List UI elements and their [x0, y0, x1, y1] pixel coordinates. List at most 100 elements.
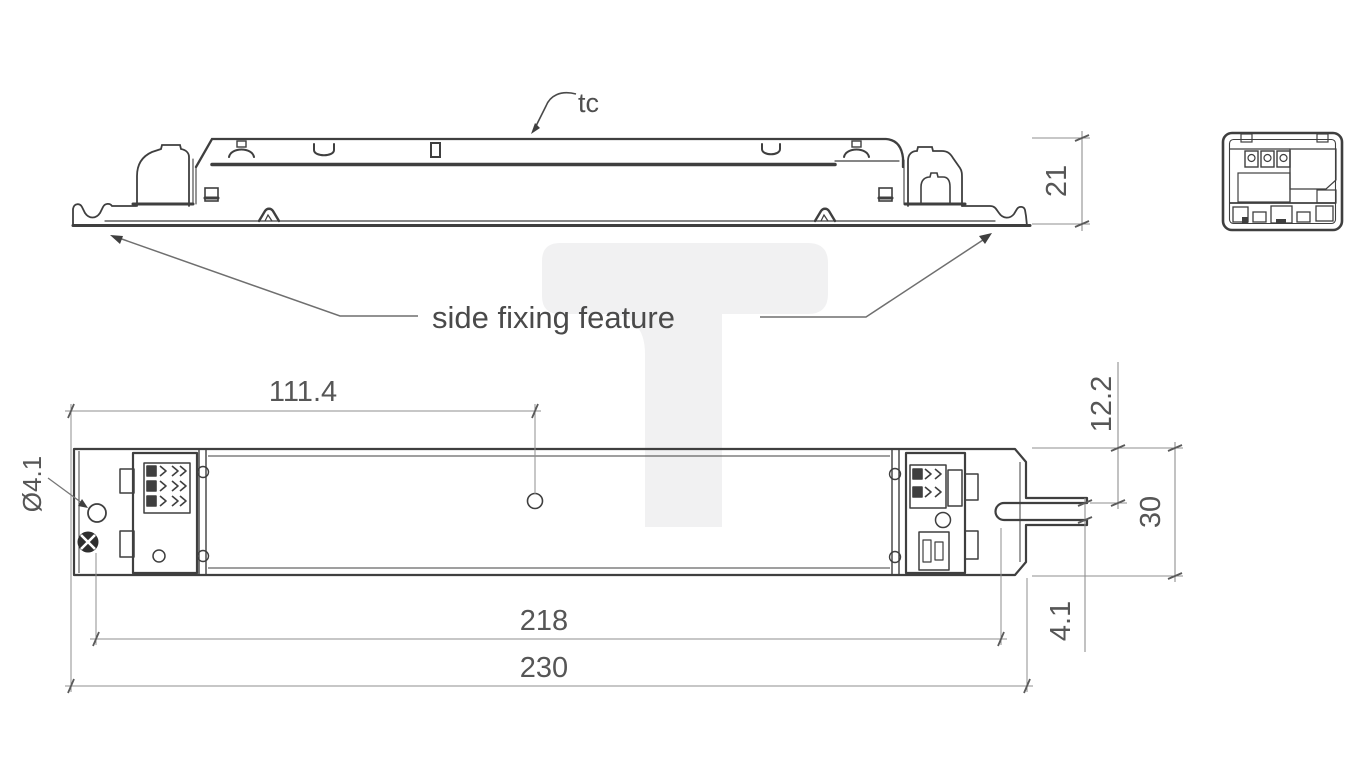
tc-leader-line — [535, 91, 577, 127]
lid-top-edge — [194, 137, 905, 169]
plan-left-clamp-symbols — [146, 465, 187, 507]
dim-height-21: 21 — [1032, 131, 1090, 231]
plan-right-compartment — [918, 531, 950, 571]
left-arrowhead — [110, 235, 123, 244]
plan-right-clamp-symbols — [912, 468, 942, 498]
end-view-small-rect — [1316, 189, 1337, 204]
end-view-terminal-1-hole — [1247, 153, 1256, 163]
end-view-left-block — [1237, 172, 1291, 203]
side-fixing-feature-label: side fixing feature — [432, 300, 675, 335]
end-view — [1221, 131, 1344, 232]
end-view-terminal-3 — [1276, 150, 1291, 168]
plan-left-tab-top — [119, 468, 135, 494]
dim-30-value: 30 — [1135, 496, 1167, 528]
plan-right-clamp-side — [947, 469, 963, 507]
dim-230-value: 230 — [520, 652, 568, 684]
plan-right-compartment-slot-1 — [922, 539, 932, 563]
plan-left-block-hole — [152, 549, 166, 563]
mounting-hole — [87, 503, 107, 523]
centre-hole — [526, 492, 544, 510]
plan-left-clamp-area — [143, 462, 191, 514]
dim-111-ticks — [67, 403, 539, 419]
watermark-logo — [542, 243, 828, 527]
lid-tab-dome-1 — [228, 148, 255, 158]
lid-tab-cup-1 — [313, 143, 335, 157]
right-arrowhead — [979, 233, 992, 244]
left-flange-profile — [72, 202, 137, 227]
dim-fixing-centers: 218 — [90, 605, 1007, 647]
end-view-terminal-2-hole — [1263, 153, 1272, 163]
end-view-outer — [1221, 131, 1344, 232]
end-view-right-block — [1289, 148, 1337, 190]
end-view-notch-right — [1316, 133, 1329, 143]
end-view-foot-2 — [1252, 211, 1267, 223]
dia-value: Ø4.1 — [17, 456, 47, 512]
dim-41-value: 4.1 — [1045, 601, 1077, 641]
extension-lines — [70, 404, 1183, 692]
left-bracket — [136, 144, 190, 207]
end-view-foot-mark-2 — [1276, 219, 1286, 224]
plan-left-bracket-lines — [198, 449, 207, 575]
dim-41-ticks — [1077, 499, 1093, 524]
right-bracket-inner — [920, 172, 951, 205]
tc-label: tc — [578, 88, 599, 118]
base-tab-left — [257, 207, 281, 223]
screw-head-symbol — [77, 531, 99, 553]
side-view — [71, 137, 1032, 227]
side-fixing-feature-callout: side fixing feature — [110, 233, 992, 335]
dim-122-ticks — [1110, 444, 1126, 507]
lid-tab-dome-2-top — [851, 140, 862, 148]
end-view-terminal-2 — [1260, 150, 1275, 168]
left-arrow-line — [115, 236, 418, 317]
dim-21-ticks — [1074, 134, 1090, 228]
plan-left-tab-bottom — [119, 530, 135, 558]
dim-218-value: 218 — [520, 605, 568, 637]
dim-21-value: 21 — [1041, 165, 1073, 197]
lid-tab-cup-2 — [761, 143, 781, 156]
end-view-terminal-1 — [1244, 150, 1259, 168]
base-tab-right-inner — [820, 213, 829, 222]
dim-hole-to-center: 111.4 — [65, 376, 541, 419]
tc-callout: tc — [531, 88, 599, 134]
dimension-annotations: 111.4 218 230 12.2 30 — [17, 362, 1183, 694]
dim-122-value: 12.2 — [1086, 376, 1118, 432]
plan-right-tab-top — [964, 473, 979, 501]
dim-body-width: 30 — [1135, 442, 1183, 582]
end-view-foot-1 — [1232, 206, 1249, 223]
dim-hole-diameter: Ø4.1 — [17, 456, 88, 512]
end-view-notch-left — [1240, 133, 1253, 143]
end-view-terminal-3-hole — [1279, 153, 1288, 163]
dim-overall-length: 230 — [65, 652, 1033, 694]
plan-right-bracket-hole-top — [888, 467, 902, 481]
end-view-foot-5 — [1315, 205, 1334, 222]
lid-tab-rect — [430, 142, 441, 158]
right-arrow-line — [760, 237, 987, 318]
dim-slot-width: 4.1 — [1045, 498, 1093, 652]
end-view-foot-mark-1 — [1242, 217, 1248, 223]
dim-30-ticks — [1167, 444, 1183, 580]
dim-111-value: 111.4 — [269, 376, 337, 408]
plan-left-terminal-block — [131, 451, 199, 575]
plan-right-block-hole — [934, 511, 952, 529]
base-tab-left-inner — [264, 213, 273, 222]
side-square-left — [204, 187, 219, 202]
plan-right-tab-bottom — [964, 530, 979, 560]
plan-right-clamp-area — [909, 464, 947, 509]
lid-tab-dome-2 — [843, 148, 870, 158]
tc-leader-arrowhead — [531, 123, 540, 134]
lid-tab-dome-1-top — [236, 140, 247, 148]
side-square-right — [878, 187, 893, 202]
dim-218-ticks — [92, 631, 1005, 647]
dim-slot-offset: 12.2 — [1086, 362, 1126, 509]
base-tab-right — [813, 207, 837, 223]
right-flange-profile — [961, 205, 1028, 227]
plan-right-terminal-block — [904, 451, 967, 575]
dia-leader-arrowhead — [78, 499, 88, 508]
watermark-shape — [542, 243, 828, 527]
plan-outline — [72, 447, 1089, 577]
plan-right-bracket-hole-bottom — [888, 550, 902, 564]
dim-230-ticks — [67, 678, 1031, 694]
plan-right-compartment-slot-2 — [934, 541, 944, 561]
